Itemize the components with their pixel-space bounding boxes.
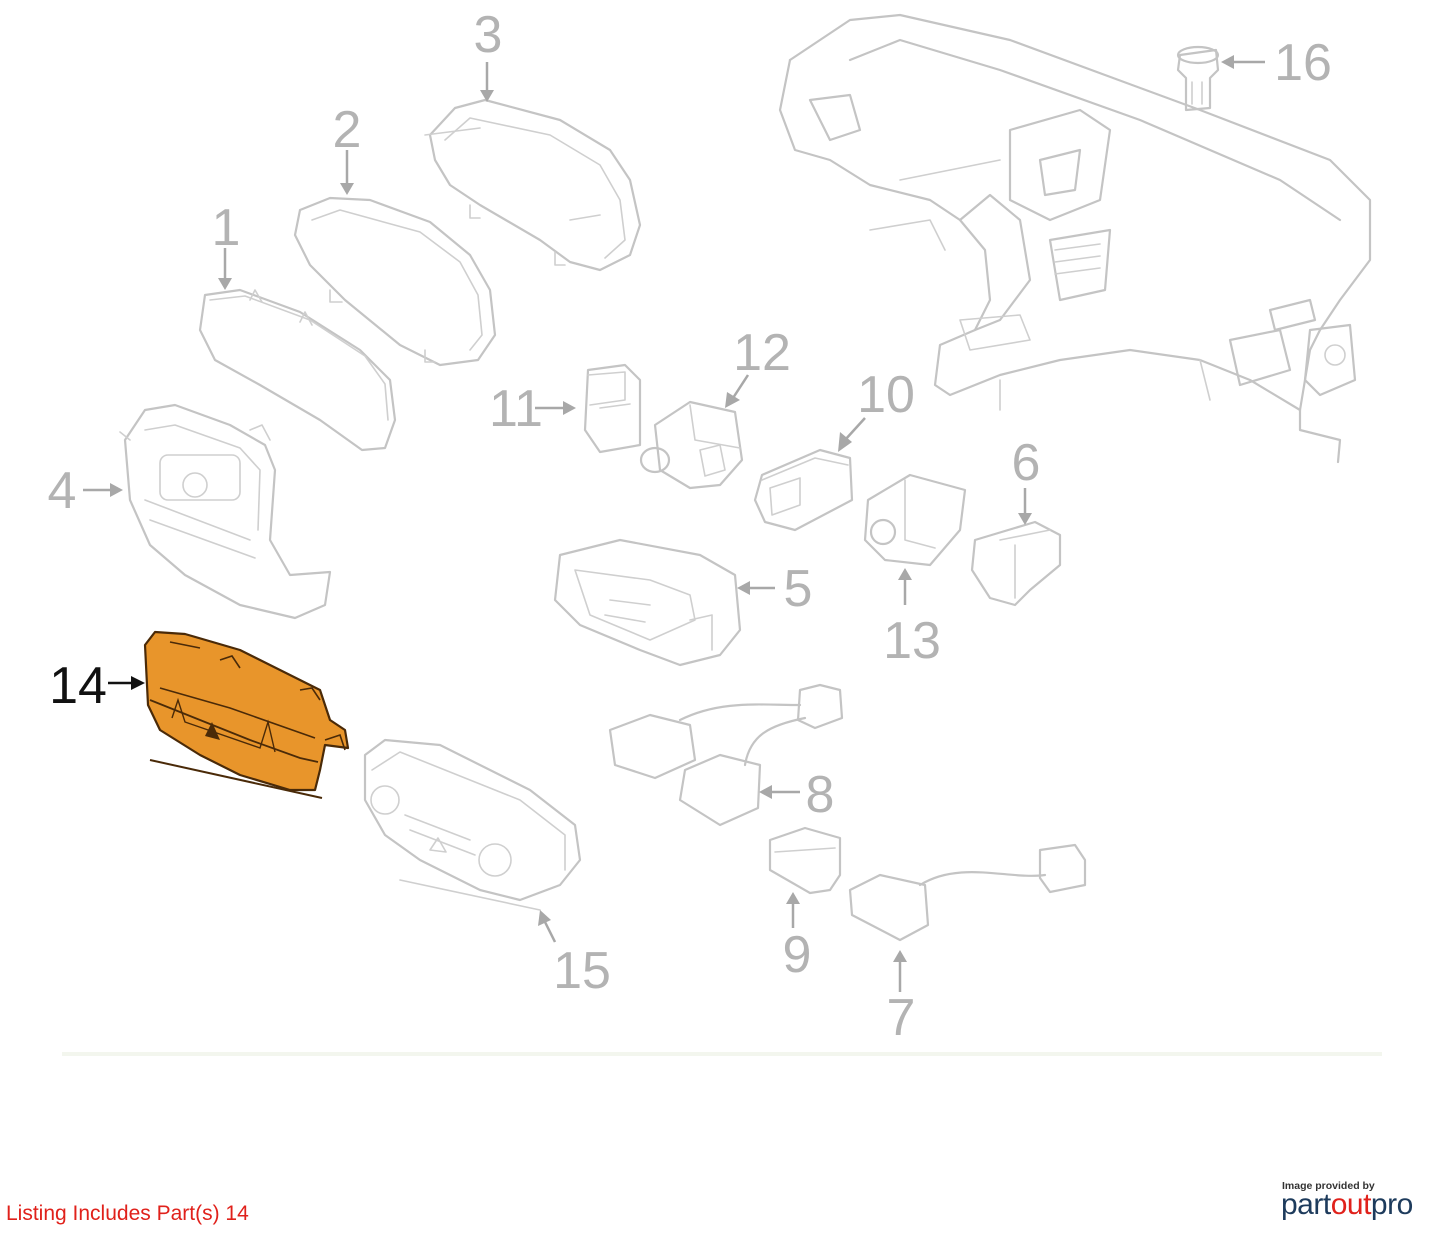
callout-15: 15: [553, 942, 611, 1000]
callout-8: 8: [806, 766, 835, 824]
part-3-cluster-cover: [424, 98, 642, 272]
part-4-center-fascia: [119, 403, 332, 620]
logo-part-text: part: [1281, 1188, 1331, 1221]
logo-pro-text: pro: [1370, 1188, 1413, 1221]
part-2-cluster-housing: [293, 196, 497, 367]
callout-1: 1: [212, 199, 241, 257]
logo-out-text: out: [1330, 1188, 1372, 1221]
part-14-highlighted-panel: [143, 630, 350, 799]
part-16-clip: [1176, 45, 1220, 112]
part-7-harness: [848, 843, 1087, 942]
callout-13: 13: [883, 612, 941, 670]
callout-4: 4: [48, 462, 77, 520]
callout-2: 2: [333, 101, 362, 159]
callout-12: 12: [733, 324, 791, 382]
callout-7: 7: [887, 989, 916, 1047]
callout-11: 11: [489, 380, 543, 438]
callout-6: 6: [1012, 434, 1041, 492]
part-15-control-unit: [363, 738, 582, 911]
part-12-switch: [639, 400, 744, 490]
part-9-connector: [768, 826, 842, 895]
part-11-switch: [583, 363, 642, 454]
part-8-harness: [608, 683, 844, 827]
image-credit-caption: Image provided by: [1282, 1180, 1375, 1192]
partoutpro-logo: partoutpro: [1281, 1188, 1413, 1222]
callout-16: 16: [1274, 34, 1332, 92]
leader-arrows: [83, 55, 1265, 992]
diagram-baseline: [62, 1052, 1382, 1056]
callout-5: 5: [784, 560, 813, 618]
callout-14: 14: [49, 657, 107, 715]
part-5-switch: [553, 538, 742, 667]
callout-10: 10: [857, 366, 915, 424]
dashboard-assembly: [778, 13, 1372, 464]
part-13-socket: [863, 473, 967, 567]
part-1-cluster-lens: [198, 288, 397, 452]
part-6-switch: [970, 520, 1062, 607]
callout-3: 3: [474, 6, 503, 64]
part-10-switch: [753, 448, 854, 532]
listing-includes-text: Listing Includes Part(s) 14: [6, 1202, 249, 1225]
callout-9: 9: [783, 926, 812, 984]
